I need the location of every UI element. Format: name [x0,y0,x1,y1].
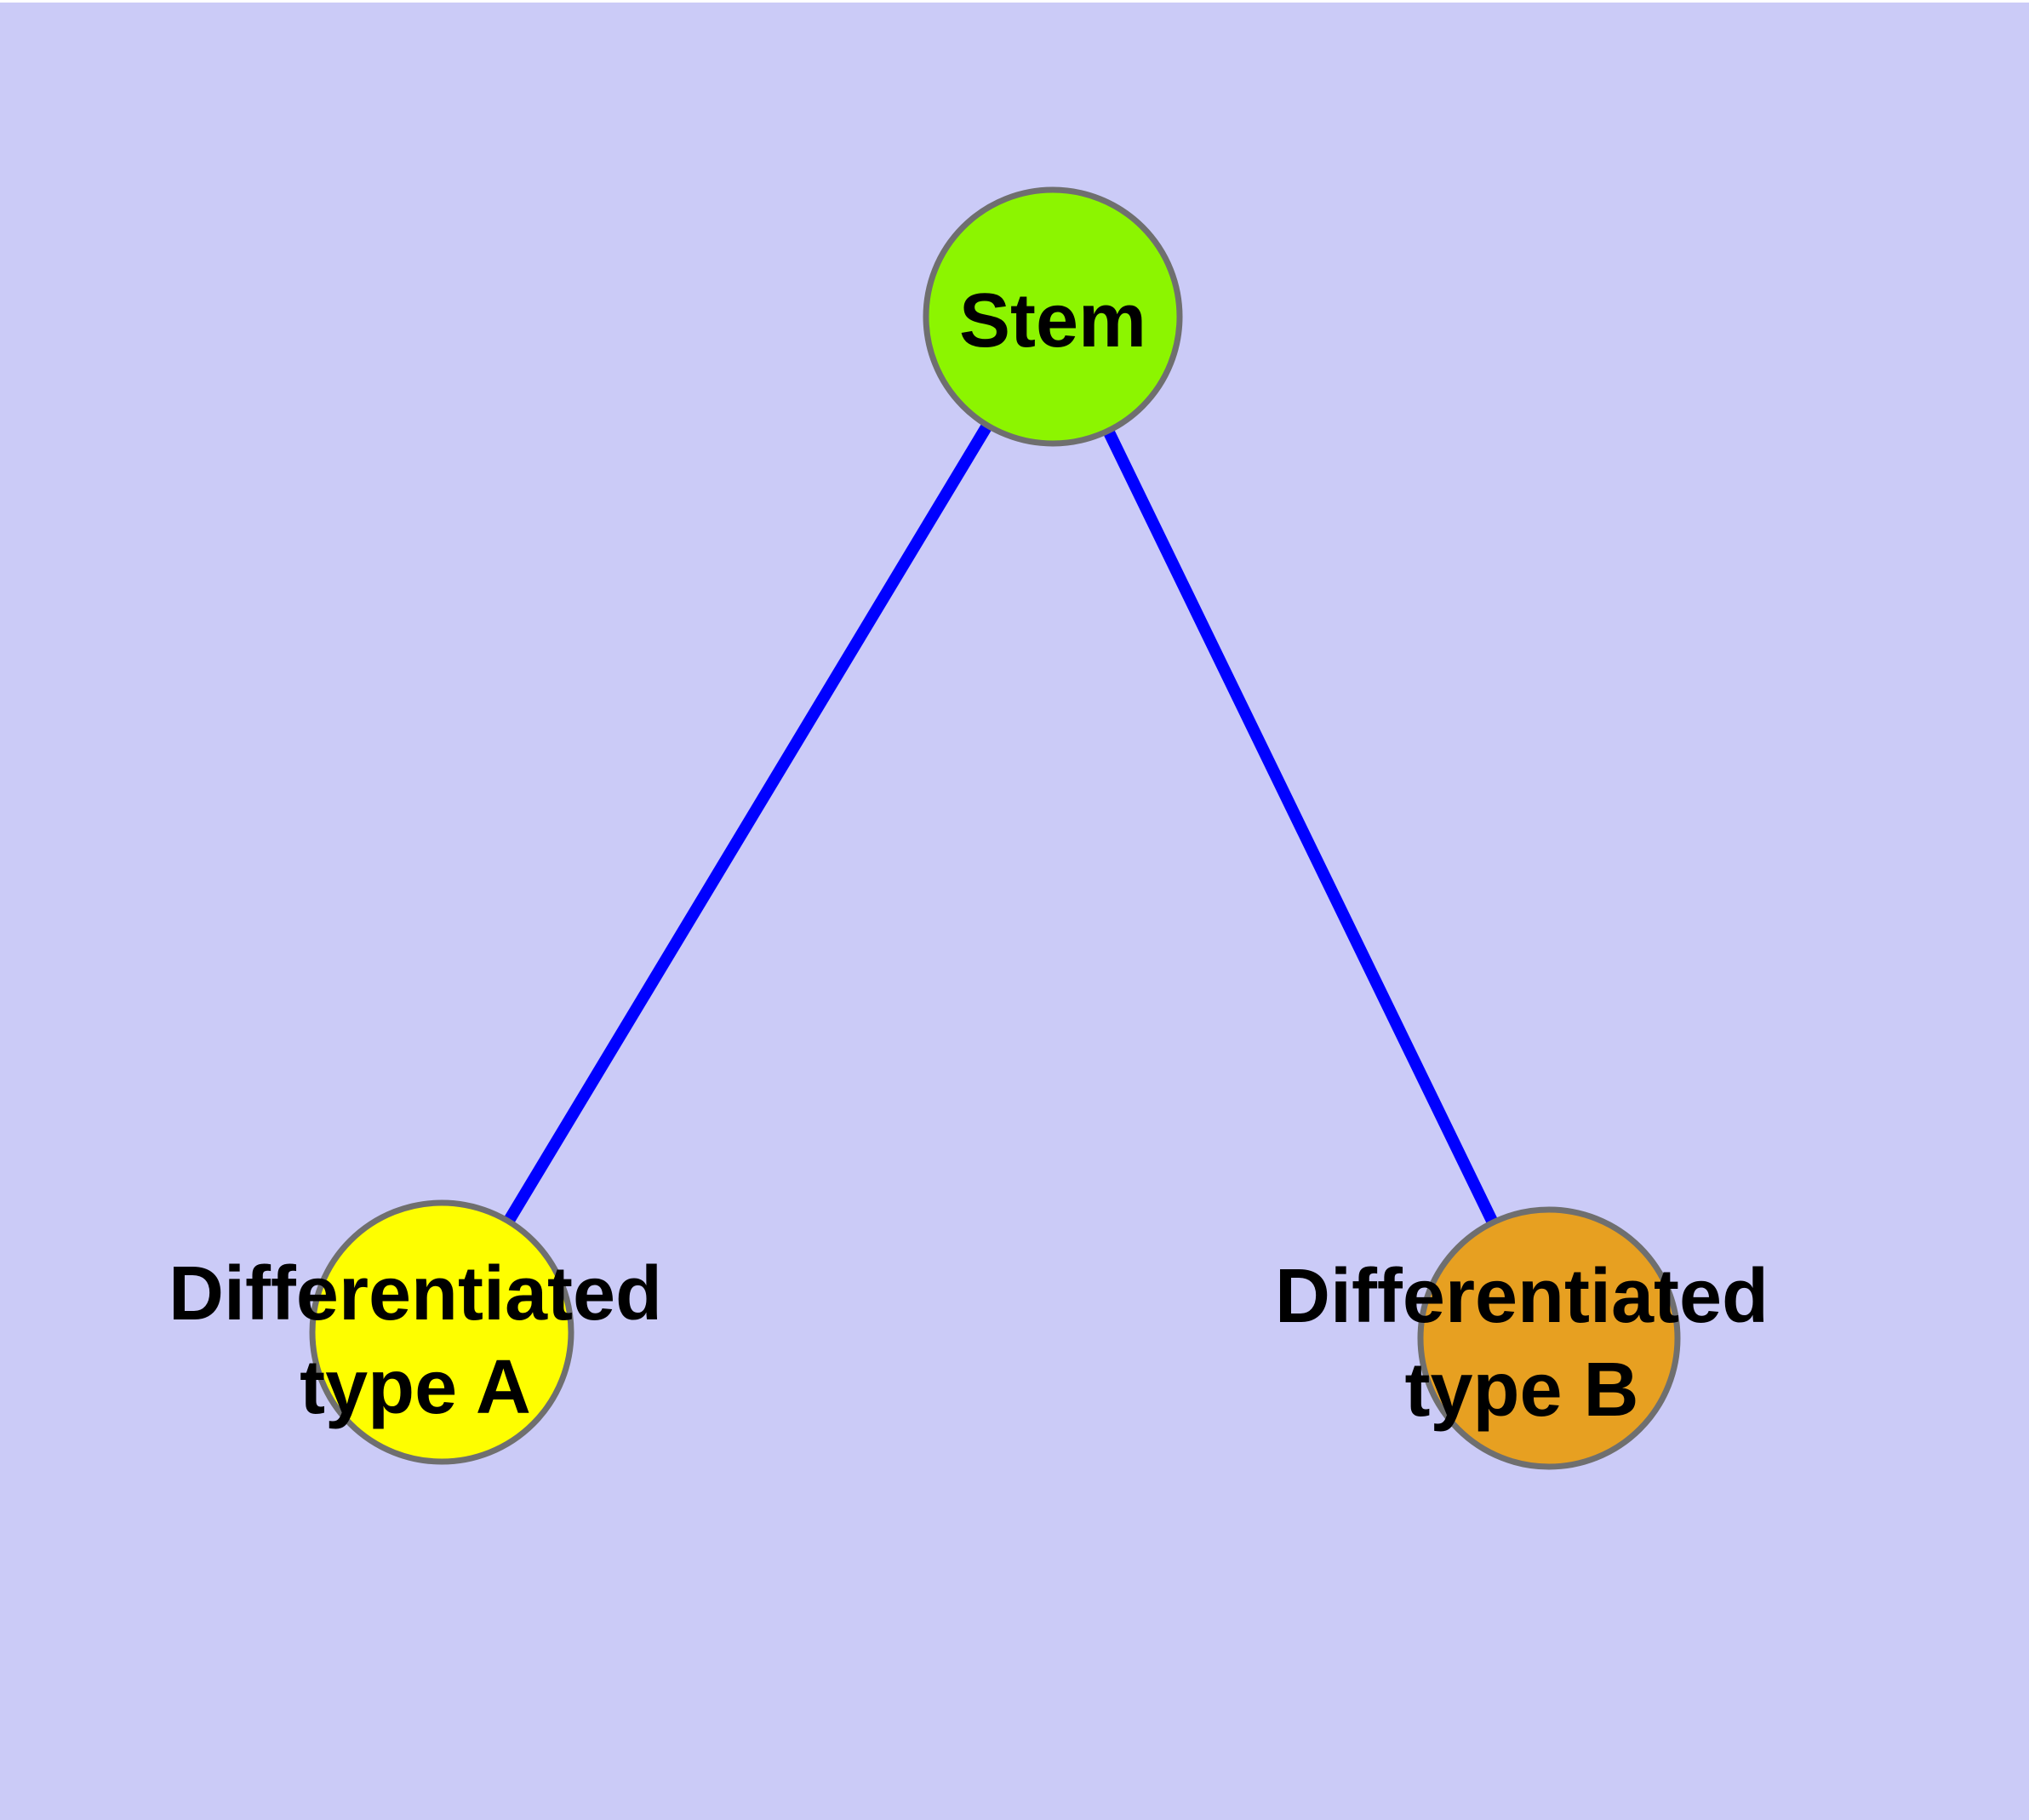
node-type-a-label-line1: Differentiated [169,1251,662,1336]
node-type-b-circle [1417,1206,1681,1470]
node-stem-label: Stem [959,278,1146,363]
node-stem-circle [923,186,1183,447]
edge-stem-to-type-b [1047,313,1555,1342]
edge-stem-to-type-a [437,313,1058,1336]
node-type-b-label-line1: Differentiated [1275,1254,1769,1339]
node-type-b-label-line2: type B [1404,1348,1638,1433]
node-type-a-label-line2: type A [300,1345,531,1430]
node-type-a-circle [309,1199,574,1465]
